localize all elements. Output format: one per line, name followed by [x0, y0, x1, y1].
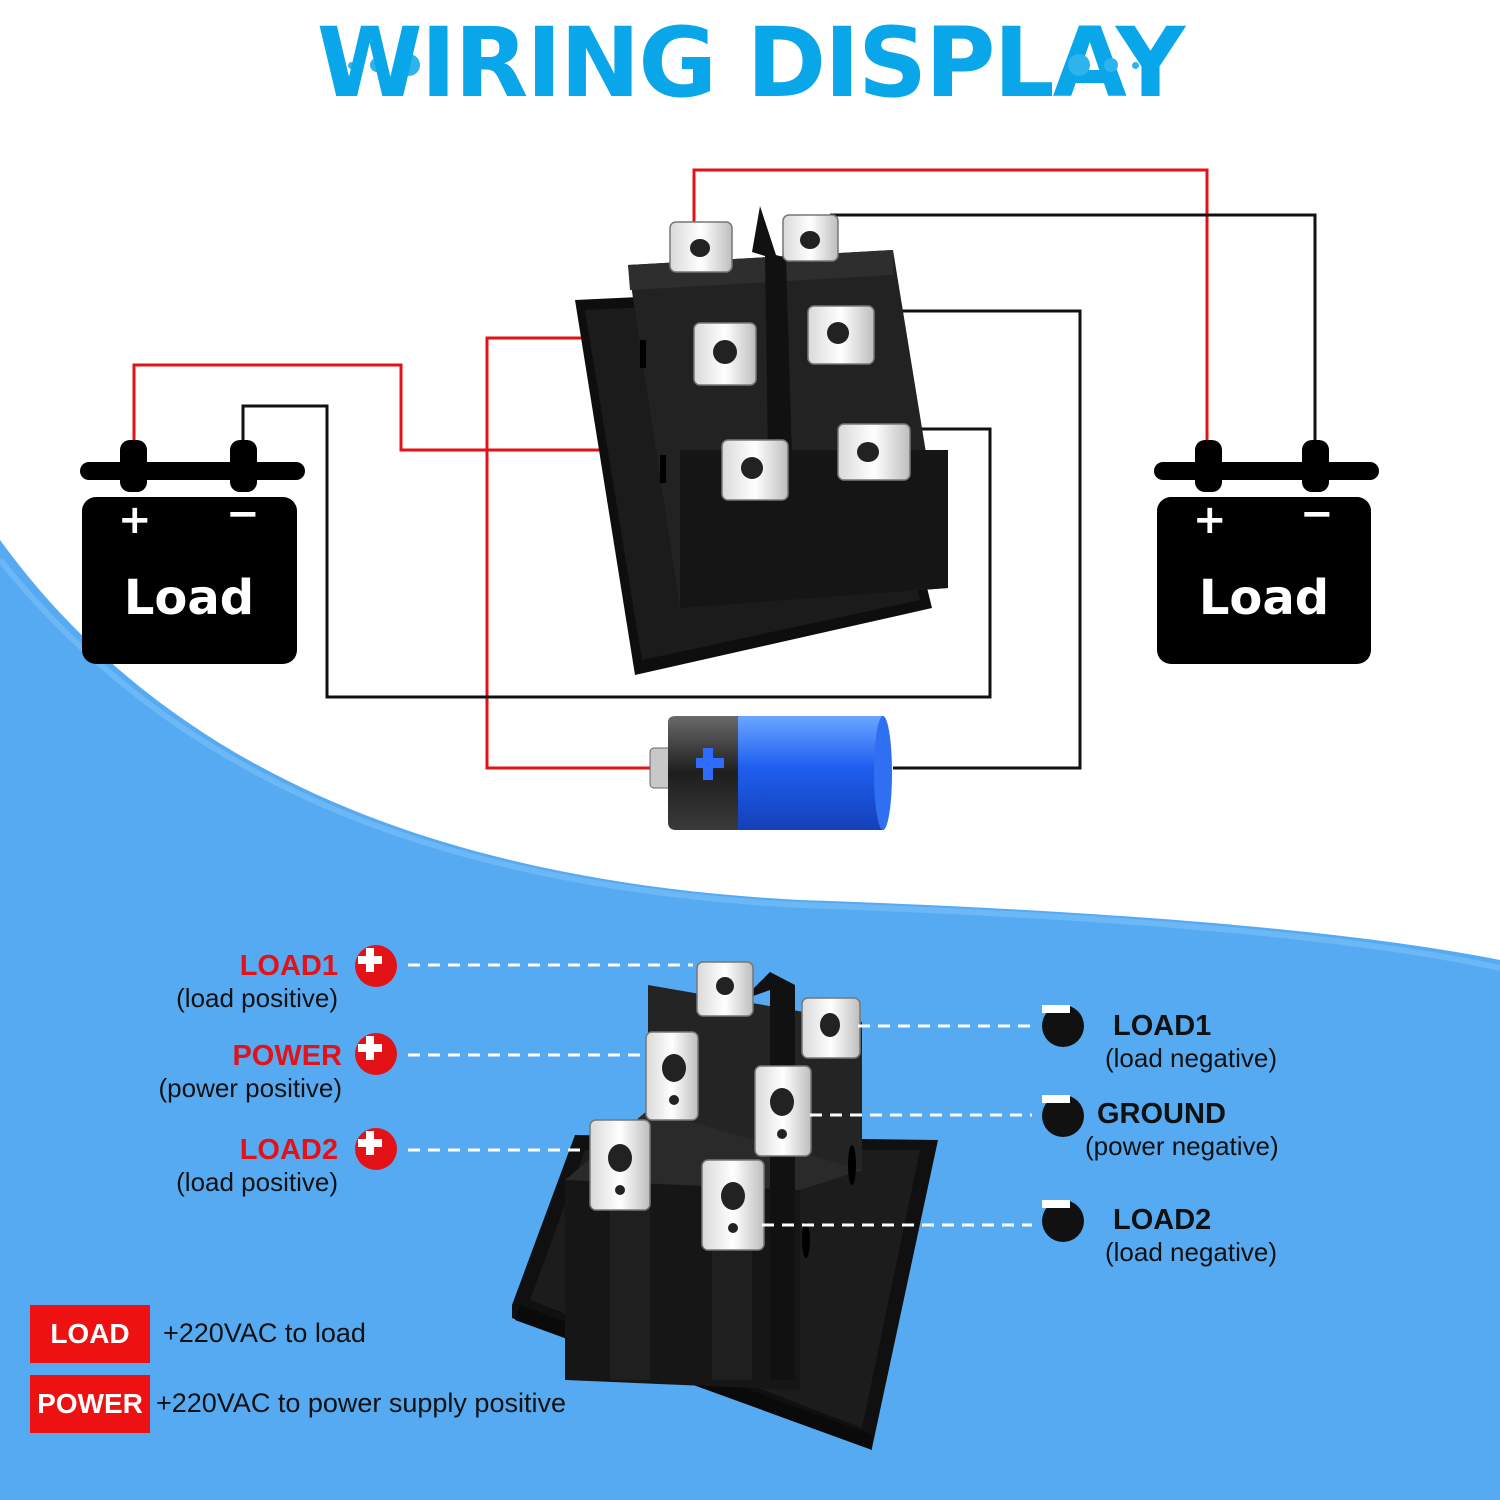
terminal-desc: (power positive): [158, 1073, 342, 1103]
top-rocker-switch: [575, 206, 948, 675]
terminal-name: GROUND: [1097, 1098, 1226, 1130]
plus-icon: [355, 1033, 397, 1075]
page-title: WIRING DISPLAY: [316, 7, 1186, 119]
terminal-label-power-positive: POWER (power positive): [12, 1040, 342, 1104]
terminal-name: POWER: [232, 1040, 342, 1072]
left-load-battery-icon: [80, 440, 305, 664]
terminal-label-load1-negative: LOAD1 (load negative): [1105, 1010, 1277, 1074]
left-load-label: Load: [123, 570, 255, 626]
terminal-label-load2-positive: LOAD2 (load positive): [8, 1134, 338, 1198]
background-wave-highlight: [0, 558, 1500, 971]
power-battery-cylinder: [649, 716, 892, 830]
terminal-name: LOAD1: [1113, 1010, 1212, 1042]
left-load-minus: −: [226, 491, 260, 537]
minus-icon: [1042, 1095, 1084, 1137]
legend-tag-power: POWER: [30, 1375, 150, 1433]
right-load-plus: +: [1193, 497, 1227, 543]
terminal-desc: (power negative): [1085, 1131, 1279, 1161]
terminal-desc: (load positive): [176, 983, 338, 1013]
right-load-label: Load: [1198, 570, 1330, 626]
leader-lines: [408, 963, 1032, 1227]
legend-tag-load: LOAD: [30, 1305, 150, 1363]
terminal-label-ground-negative: GROUND (power negative): [1085, 1098, 1279, 1162]
terminal-name: LOAD2: [1113, 1204, 1212, 1236]
legend-text-load: +220VAC to load: [163, 1318, 366, 1348]
terminal-label-load2-negative: LOAD2 (load negative): [1105, 1204, 1277, 1268]
title-dots-right: [1068, 50, 1148, 80]
terminal-name: LOAD1: [239, 950, 338, 982]
right-load-minus: −: [1300, 491, 1334, 537]
left-load-plus: +: [118, 497, 152, 543]
minus-icon: [1042, 1005, 1084, 1047]
terminal-desc: (load negative): [1105, 1237, 1277, 1267]
terminal-desc: (load negative): [1105, 1043, 1277, 1073]
legend-text-power: +220VAC to power supply positive: [156, 1388, 566, 1418]
plus-icon: [355, 1128, 397, 1170]
terminal-desc: (load positive): [176, 1167, 338, 1197]
terminal-name: LOAD2: [239, 1134, 338, 1166]
negative-wires: [241, 213, 1317, 770]
minus-icon: [1042, 1200, 1084, 1242]
bottom-rocker-switch: [512, 961, 938, 1450]
right-load-battery-icon: [1154, 440, 1379, 664]
terminal-label-load1-positive: LOAD1 (load positive): [8, 950, 338, 1014]
plus-icon: [355, 945, 397, 987]
title-dots-left: [348, 50, 428, 80]
